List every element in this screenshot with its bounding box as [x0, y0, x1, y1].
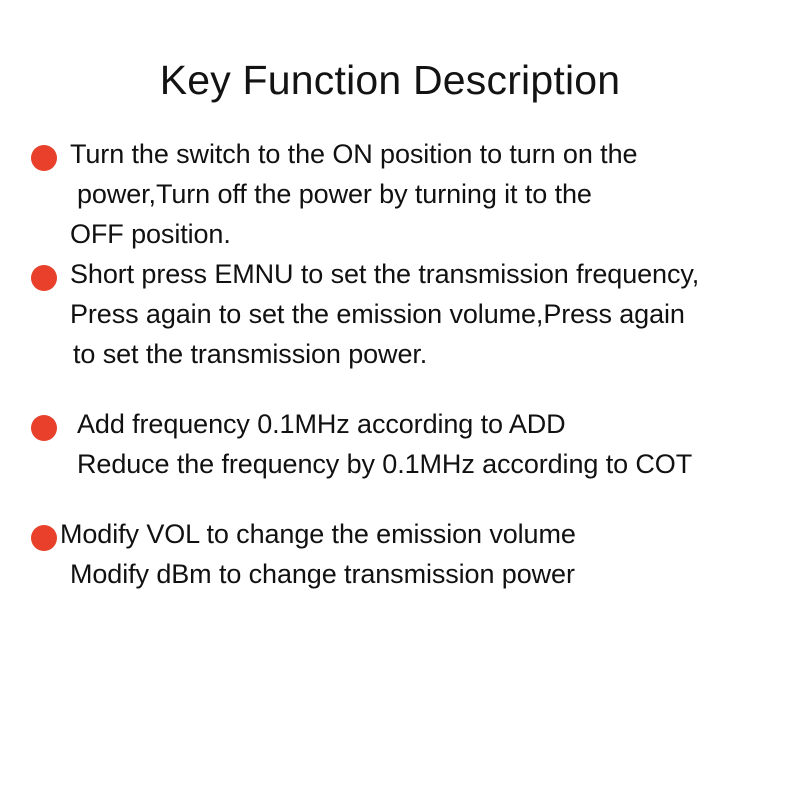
text-line: power,Turn off the power by turning it t…	[77, 179, 592, 209]
red-dot-bullet-icon	[31, 145, 57, 171]
text-line: Turn the switch to the ON position to tu…	[70, 139, 638, 169]
list-item-text: Short press EMNU to set the transmission…	[70, 254, 800, 374]
list-item: Short press EMNU to set the transmission…	[0, 254, 800, 374]
list-item-text: Add frequency 0.1MHz according to ADD Re…	[70, 404, 800, 484]
text-line: Modify dBm to change transmission power	[70, 559, 575, 589]
text-line: Modify VOL to change the emission volume	[60, 519, 576, 549]
red-dot-bullet-icon	[31, 525, 57, 551]
list-item: Add frequency 0.1MHz according to ADD Re…	[0, 404, 800, 484]
text-line: Add frequency 0.1MHz according to ADD	[77, 409, 566, 439]
list-item: Modify VOL to change the emission volume…	[0, 514, 800, 594]
list-item: Turn the switch to the ON position to tu…	[0, 134, 800, 254]
red-dot-bullet-icon	[31, 265, 57, 291]
list-item-text: Modify VOL to change the emission volume…	[60, 514, 800, 594]
text-line: Short press EMNU to set the transmission…	[70, 259, 700, 289]
key-function-bullet-list: Turn the switch to the ON position to tu…	[0, 134, 800, 594]
text-line: OFF position.	[70, 219, 231, 249]
text-line: Press again to set the emission volume,P…	[70, 299, 685, 329]
red-dot-bullet-icon	[31, 415, 57, 441]
list-item-text: Turn the switch to the ON position to tu…	[70, 134, 800, 254]
text-line: Reduce the frequency by 0.1MHz according…	[77, 449, 693, 479]
page-title: Key Function Description	[159, 57, 621, 104]
text-line: to set the transmission power.	[73, 339, 428, 369]
